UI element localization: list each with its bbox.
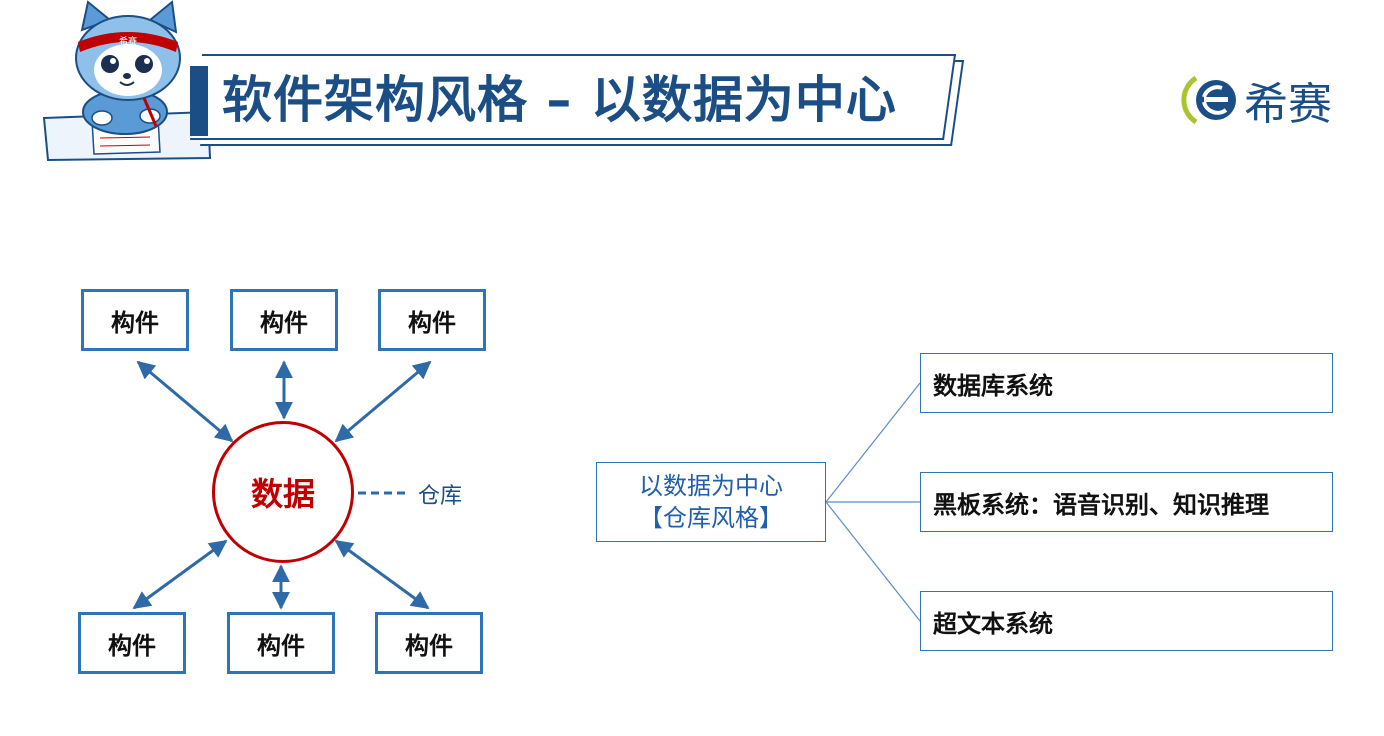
logo-text: 希赛: [1244, 79, 1332, 130]
title-banner-stripe: [190, 66, 208, 136]
arrow-bottom-left: [132, 539, 228, 610]
database-system-box: 数据库系统: [920, 353, 1333, 413]
brand-logo: 希赛: [1176, 70, 1332, 130]
page-title: 软件架构风格 – 以数据为中心: [222, 71, 897, 129]
data-centered-box: 以数据为中心 【仓库风格】: [596, 462, 826, 542]
connector-hypertext: [825, 501, 921, 622]
component-box: 构件: [375, 612, 483, 674]
mascot-headband-text: 希赛: [119, 35, 137, 47]
arrow-top-right: [334, 360, 432, 443]
component-box: 构件: [230, 289, 338, 351]
blackboard-system-box: 黑板系统：语音识别、知识推理: [920, 472, 1333, 532]
hypertext-system-box: 超文本系统: [920, 591, 1333, 651]
component-box: 构件: [378, 289, 486, 351]
component-box: 构件: [81, 289, 189, 351]
connector-database: [825, 382, 921, 503]
xisai-logo-icon: [1181, 75, 1236, 125]
component-box: 构件: [227, 612, 335, 674]
arrow-bottom-right: [334, 539, 430, 610]
cat-mascot-icon: 希赛: [42, 0, 212, 162]
repository-label: 仓库: [418, 484, 463, 509]
data-center-circle: 数据: [212, 421, 354, 563]
arrow-top-left: [136, 360, 234, 443]
component-box: 构件: [78, 612, 186, 674]
data-centered-title: 以数据为中心: [639, 472, 783, 500]
repository-style-subtitle: 【仓库风格】: [639, 504, 783, 532]
